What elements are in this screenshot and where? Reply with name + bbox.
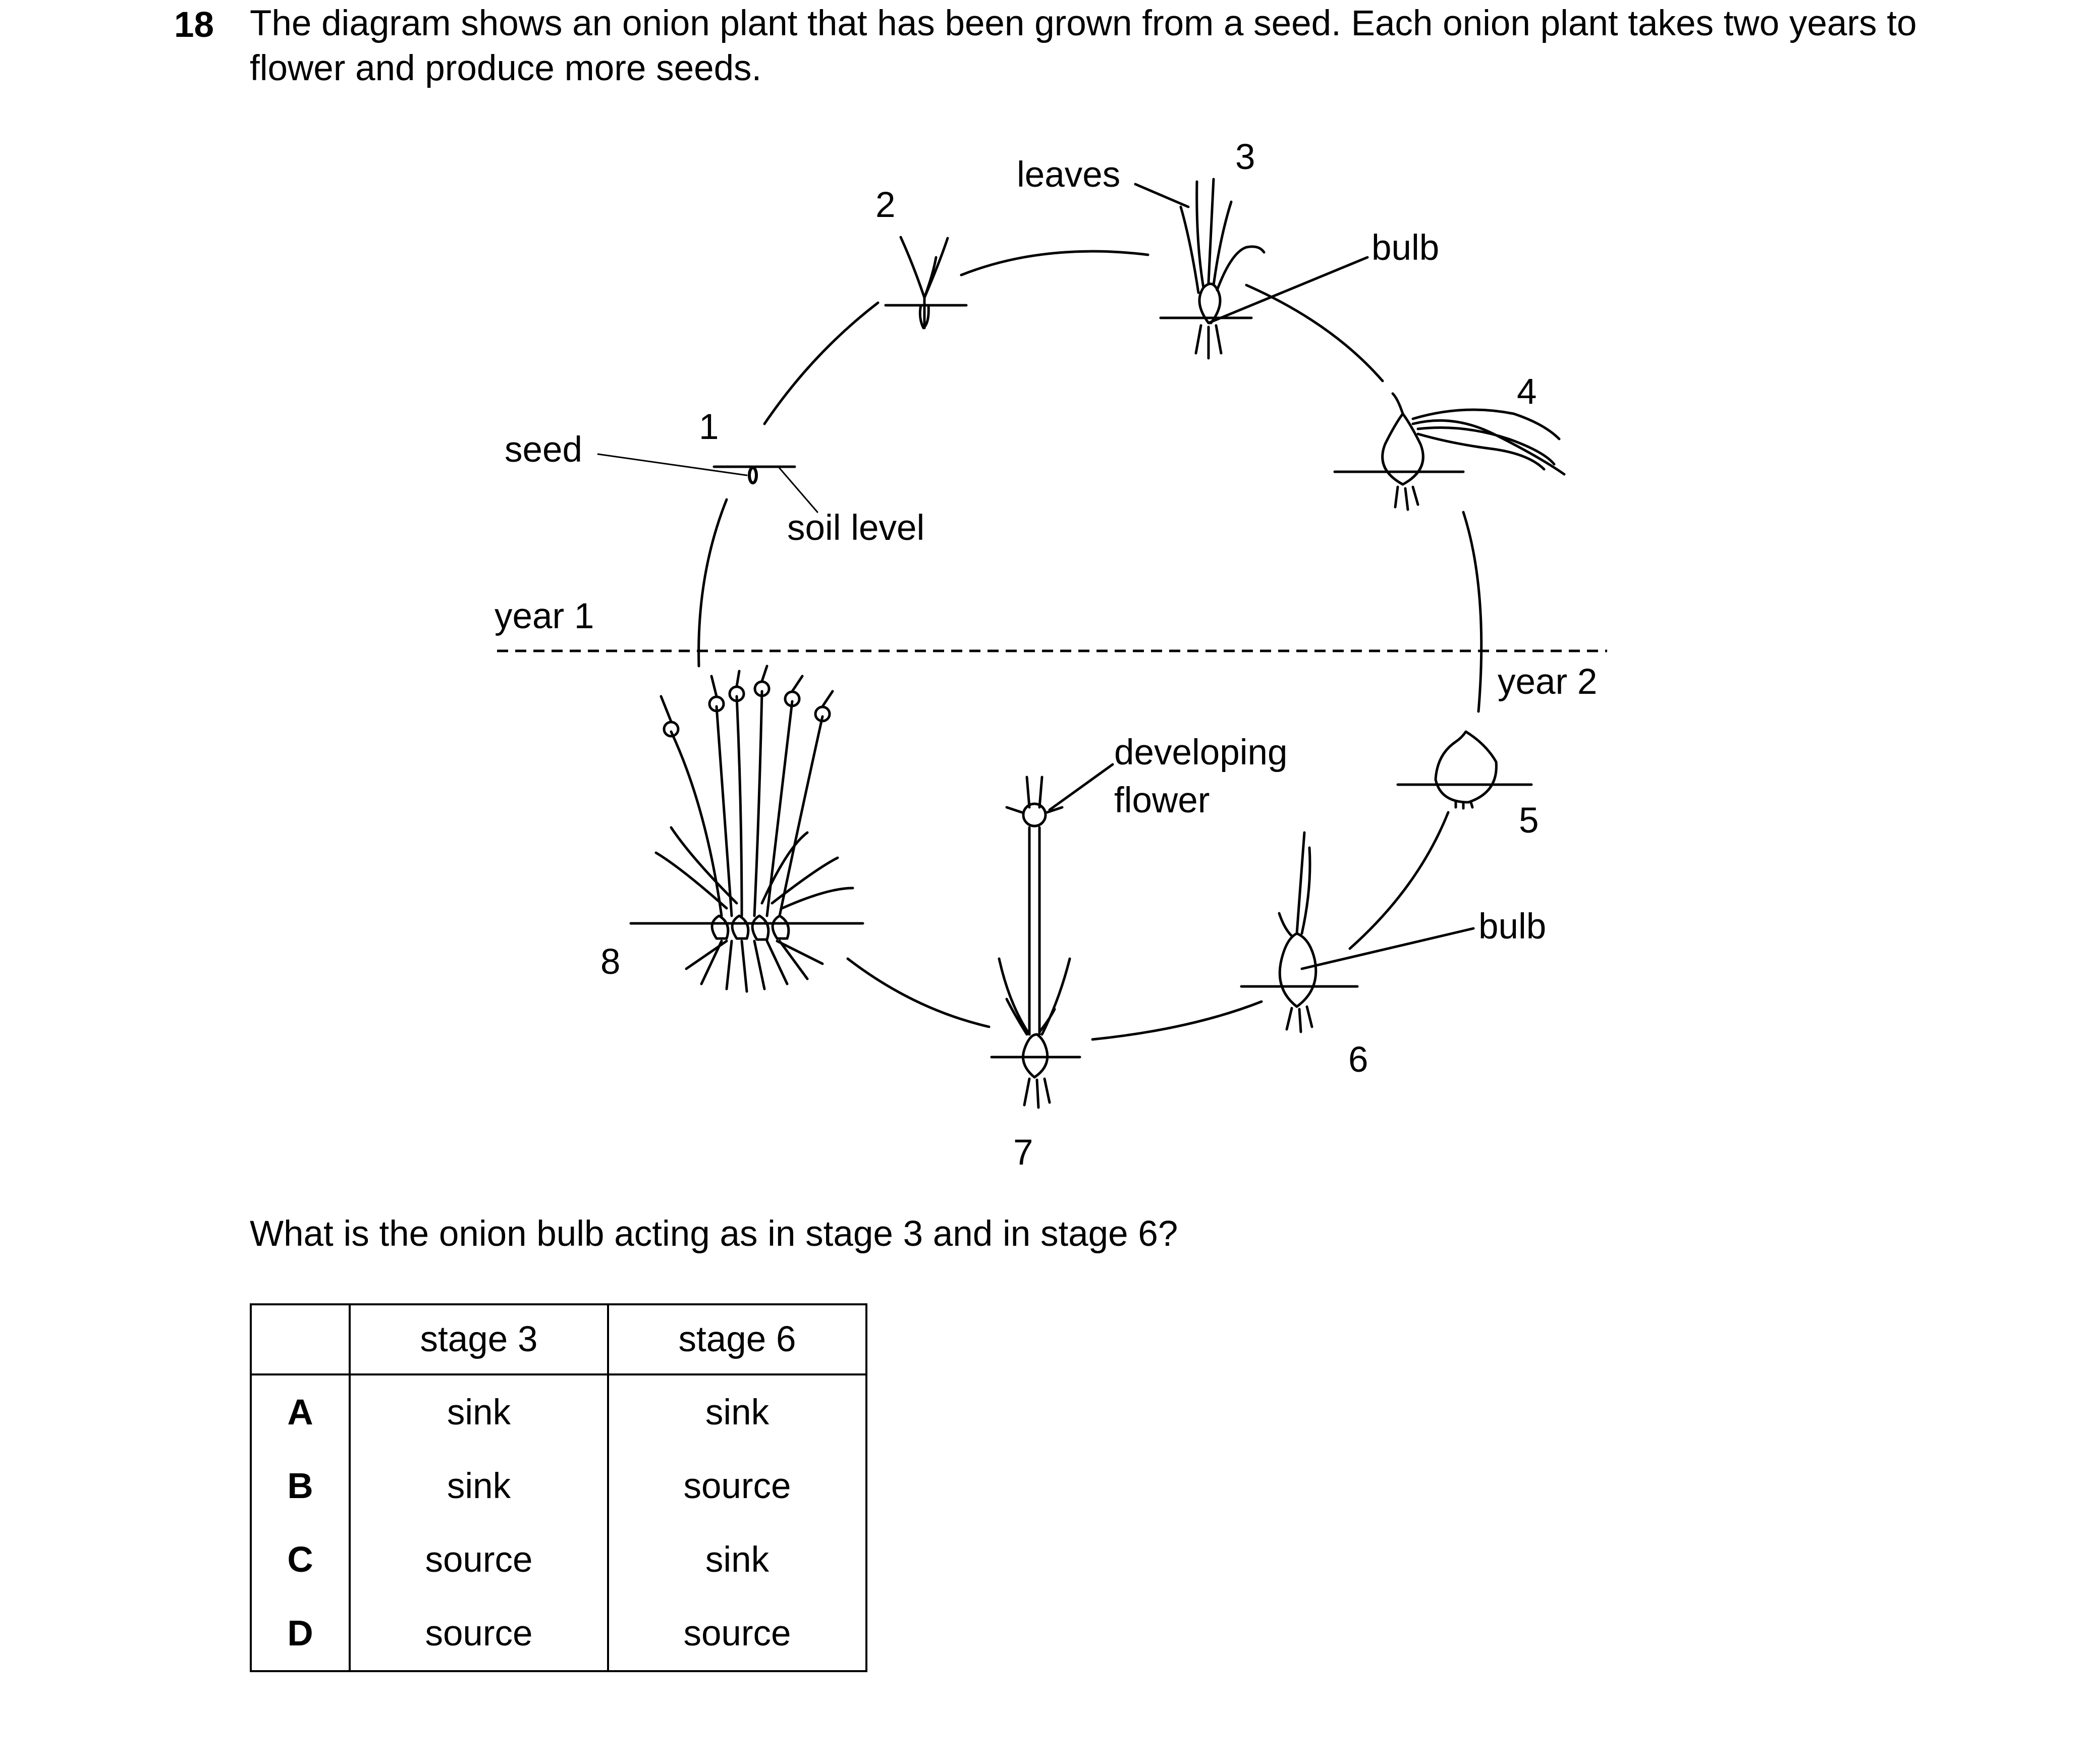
stage-3-young-plant-icon bbox=[1159, 178, 1266, 360]
flower-label: flower bbox=[1114, 781, 1210, 820]
stage-8-number: 8 bbox=[600, 942, 621, 982]
question-prompt: What is the onion bulb acting as in stag… bbox=[250, 1214, 1178, 1254]
header-blank-cell bbox=[250, 1303, 351, 1375]
cycle-arrows bbox=[697, 250, 1483, 1041]
stage-7-flowering-plant-icon bbox=[990, 776, 1081, 1109]
option-stage-6-value: sink bbox=[607, 1374, 867, 1449]
option-stage-6-value: source bbox=[607, 1449, 867, 1523]
stage-2-seedling-icon bbox=[884, 236, 968, 329]
option-row-b[interactable]: B sink source bbox=[250, 1449, 867, 1523]
table-header-row: stage 3 stage 6 bbox=[250, 1303, 867, 1375]
bulb-label-stage-6: bulb bbox=[1478, 907, 1546, 947]
stage-1-seed-icon bbox=[597, 453, 818, 513]
answer-options-table: stage 3 stage 6 A sink sink B sink sourc… bbox=[250, 1303, 867, 1672]
option-stage-3-value: source bbox=[349, 1596, 609, 1672]
option-stage-6-value: source bbox=[607, 1596, 867, 1672]
option-stage-3-value: sink bbox=[349, 1374, 609, 1449]
option-stage-3-value: source bbox=[349, 1523, 609, 1596]
header-stage-6: stage 6 bbox=[607, 1303, 867, 1375]
option-stage-3-value: sink bbox=[349, 1449, 609, 1523]
stage-7-number: 7 bbox=[1013, 1133, 1033, 1173]
stage-4-mature-bulb-icon bbox=[1333, 392, 1566, 511]
leaves-label: leaves bbox=[1017, 155, 1120, 195]
option-letter[interactable]: A bbox=[250, 1374, 351, 1449]
stage-5-number: 5 bbox=[1519, 801, 1539, 841]
stage-8-seed-producing-plant-icon bbox=[629, 665, 864, 993]
bulb-label-stage-3: bulb bbox=[1371, 228, 1439, 268]
header-stage-3: stage 3 bbox=[349, 1303, 609, 1375]
stage-6-sprouting-bulb-icon bbox=[1240, 831, 1359, 1033]
stage-4-number: 4 bbox=[1517, 372, 1537, 412]
year-1-label: year 1 bbox=[495, 596, 594, 636]
option-row-d[interactable]: D source source bbox=[250, 1596, 867, 1672]
stage-3-number: 3 bbox=[1235, 137, 1255, 177]
onion-life-cycle-diagram: 1 2 3 4 5 6 7 8 seed soil level leaves b… bbox=[495, 137, 1607, 1173]
developing-label: developing bbox=[1114, 733, 1287, 773]
option-stage-6-value: sink bbox=[607, 1523, 867, 1596]
stage-6-number: 6 bbox=[1348, 1040, 1368, 1080]
year-2-label: year 2 bbox=[1498, 662, 1597, 702]
option-row-a[interactable]: A sink sink bbox=[250, 1374, 867, 1449]
question-intro: The diagram shows an onion plant that ha… bbox=[250, 4, 1917, 88]
seed-label: seed bbox=[505, 430, 582, 470]
option-letter[interactable]: B bbox=[250, 1449, 351, 1523]
stage-5-dormant-bulb-icon bbox=[1396, 730, 1533, 810]
option-letter[interactable]: D bbox=[250, 1596, 351, 1672]
soil-level-label: soil level bbox=[787, 508, 924, 548]
stage-1-number: 1 bbox=[699, 407, 719, 447]
option-letter[interactable]: C bbox=[250, 1523, 351, 1596]
question-number: 18 bbox=[174, 5, 214, 45]
leader-lines bbox=[1048, 183, 1475, 970]
stage-2-number: 2 bbox=[875, 185, 896, 225]
option-row-c[interactable]: C source sink bbox=[250, 1523, 867, 1596]
